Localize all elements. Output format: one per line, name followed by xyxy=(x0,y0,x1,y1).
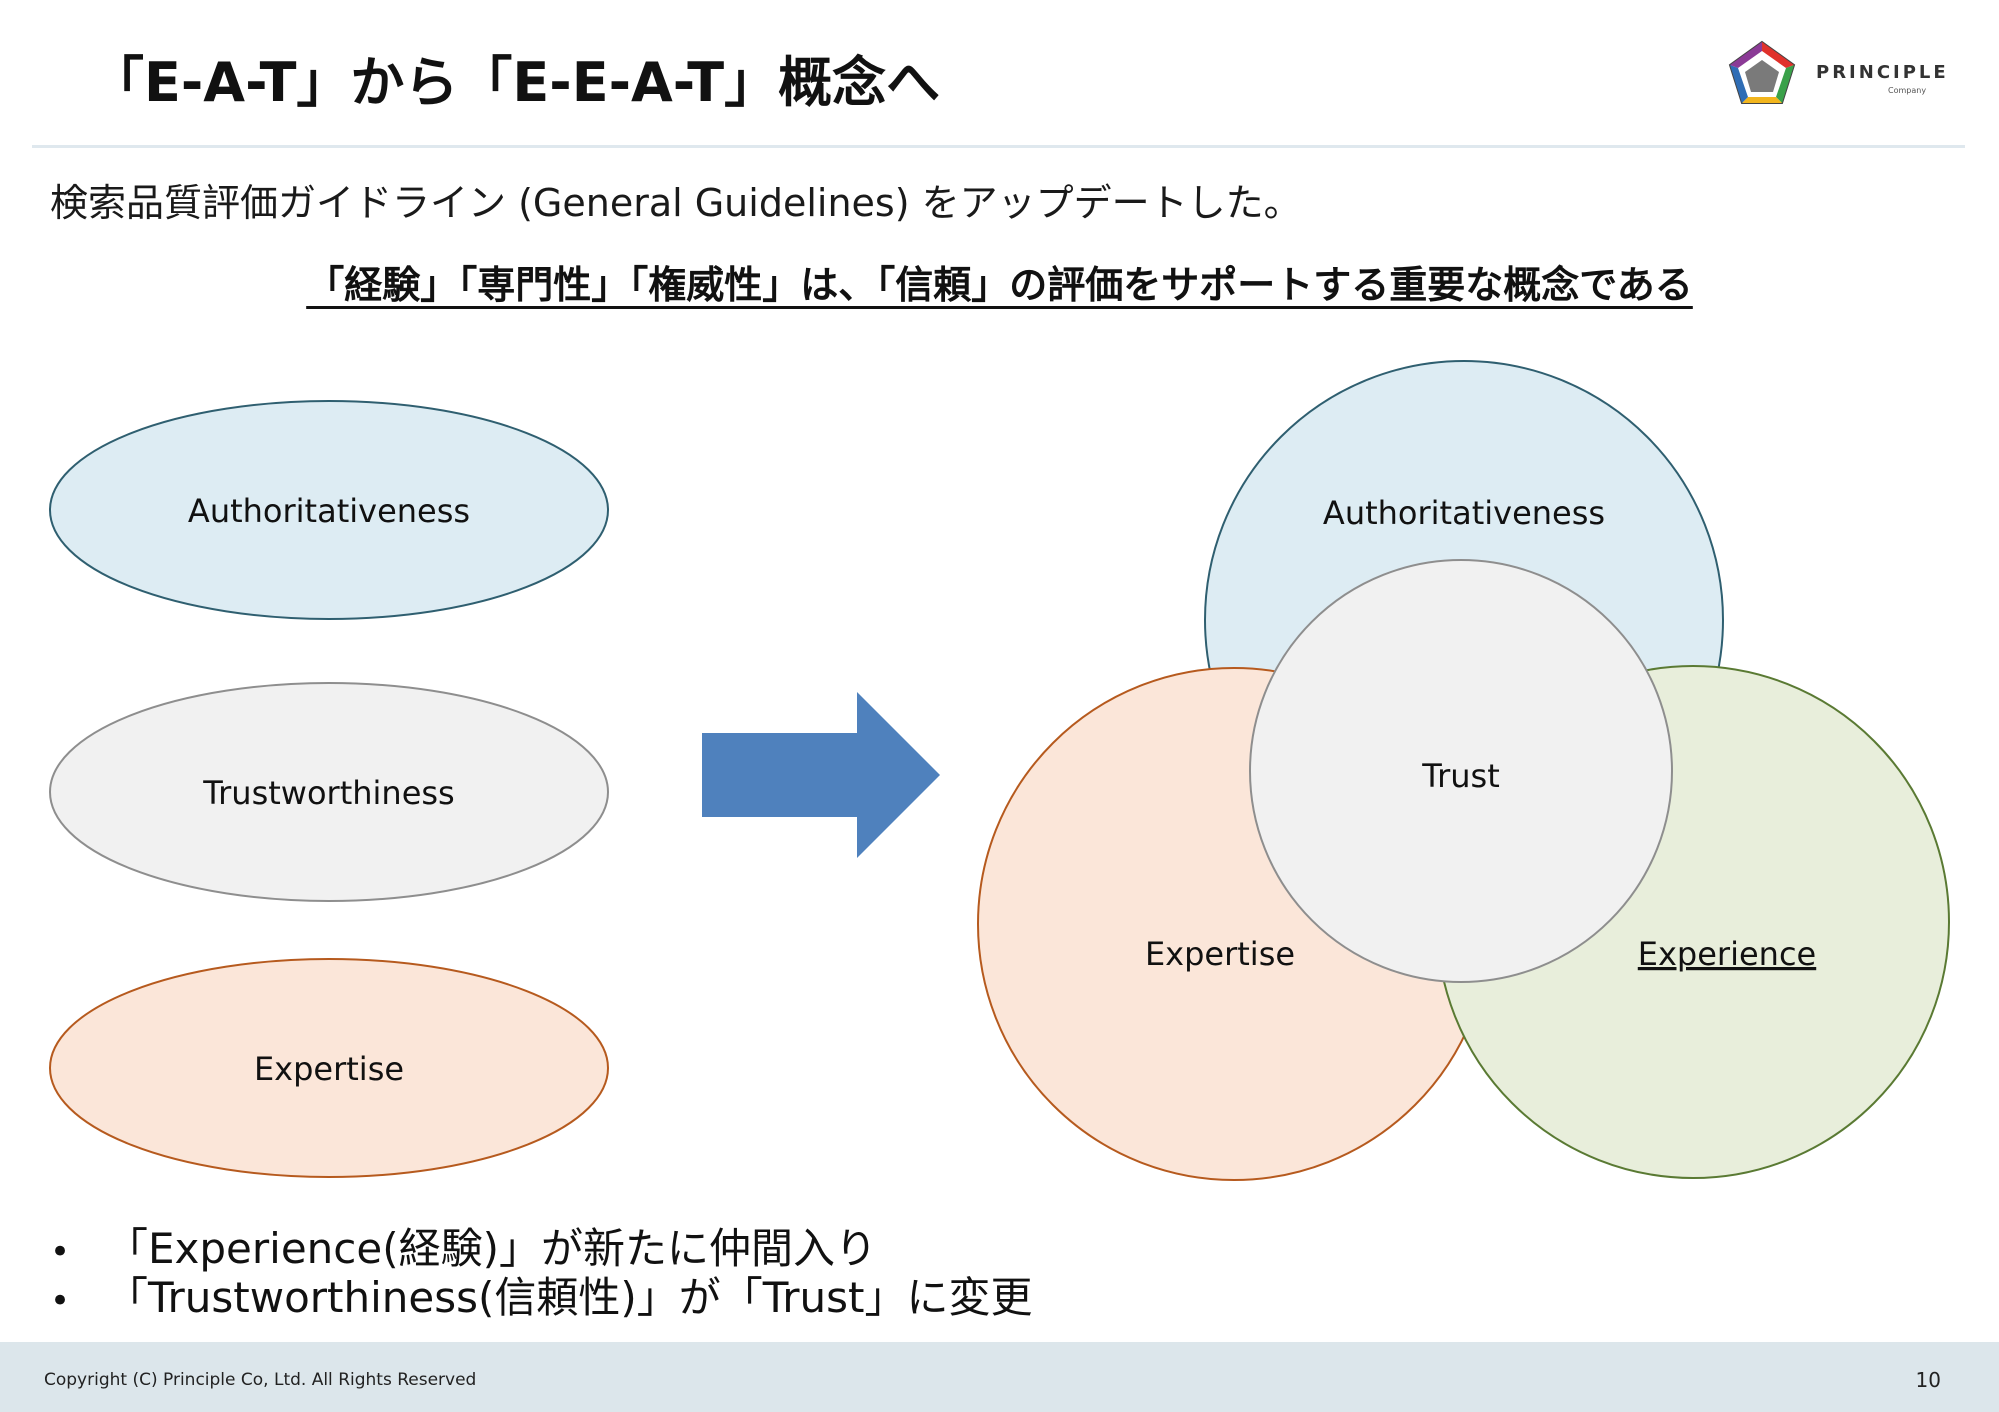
circle-shape xyxy=(1249,559,1673,983)
principle-logo-icon xyxy=(1728,40,1796,104)
list-item: • 「Trustworthiness(信頼性)」が「Trust」に変更 xyxy=(50,1275,1033,1324)
before-expertise-ellipse: Expertise xyxy=(49,958,609,1178)
ellipse-shape xyxy=(49,682,609,902)
circle-label: Experience xyxy=(1638,935,1816,973)
page-number: 10 xyxy=(1915,1368,1941,1392)
bullet-marker: • xyxy=(50,1281,71,1321)
after-trust-circle: Trust xyxy=(1249,559,1673,983)
ellipse-shape xyxy=(49,958,609,1178)
change-list: • 「Experience(経験)」が新たに仲間入り • 「Trustworthin… xyxy=(50,1226,1033,1324)
before-trustworthiness-ellipse: Trustworthiness xyxy=(49,682,609,902)
logo-subtext: Company xyxy=(1888,86,1927,95)
title-divider xyxy=(32,145,1965,148)
list-item-text: 「Experience(経験)」が新たに仲間入り xyxy=(106,1224,877,1273)
before-authoritativeness-ellipse: Authoritativeness xyxy=(49,400,609,620)
ellipse-shape xyxy=(49,400,609,620)
ellipse-label: Authoritativeness xyxy=(188,492,470,530)
copyright-text: Copyright (C) Principle Co, Ltd. All Rig… xyxy=(44,1370,477,1390)
footer-bar: Copyright (C) Principle Co, Ltd. All Rig… xyxy=(0,1342,1999,1412)
intro-text: 検索品質評価ガイドライン (General Guidelines) をアップデー… xyxy=(50,181,1302,225)
bullet-marker: • xyxy=(50,1232,71,1272)
list-item-text: 「Trustworthiness(信頼性)」が「Trust」に変更 xyxy=(106,1273,1033,1322)
page-title: 「E-A-T」から「E-E-A-T」概念へ xyxy=(90,51,941,114)
right-arrow-icon xyxy=(702,692,940,858)
circle-label: Authoritativeness xyxy=(1323,494,1605,532)
ellipse-label: Expertise xyxy=(254,1050,404,1088)
ellipse-label: Trustworthiness xyxy=(202,774,454,812)
logo-wordmark: PRINCIPLE xyxy=(1816,62,1949,83)
circle-label: Expertise xyxy=(1145,935,1295,973)
circle-label: Trust xyxy=(1421,757,1500,795)
headline-text: 「経験」「専門性」「権威性」は、「信頼」の評価をサポートする重要な概念である xyxy=(306,263,1693,307)
list-item: • 「Experience(経験)」が新たに仲間入り xyxy=(50,1226,1033,1275)
company-logo: PRINCIPLE Company xyxy=(1722,36,1972,116)
